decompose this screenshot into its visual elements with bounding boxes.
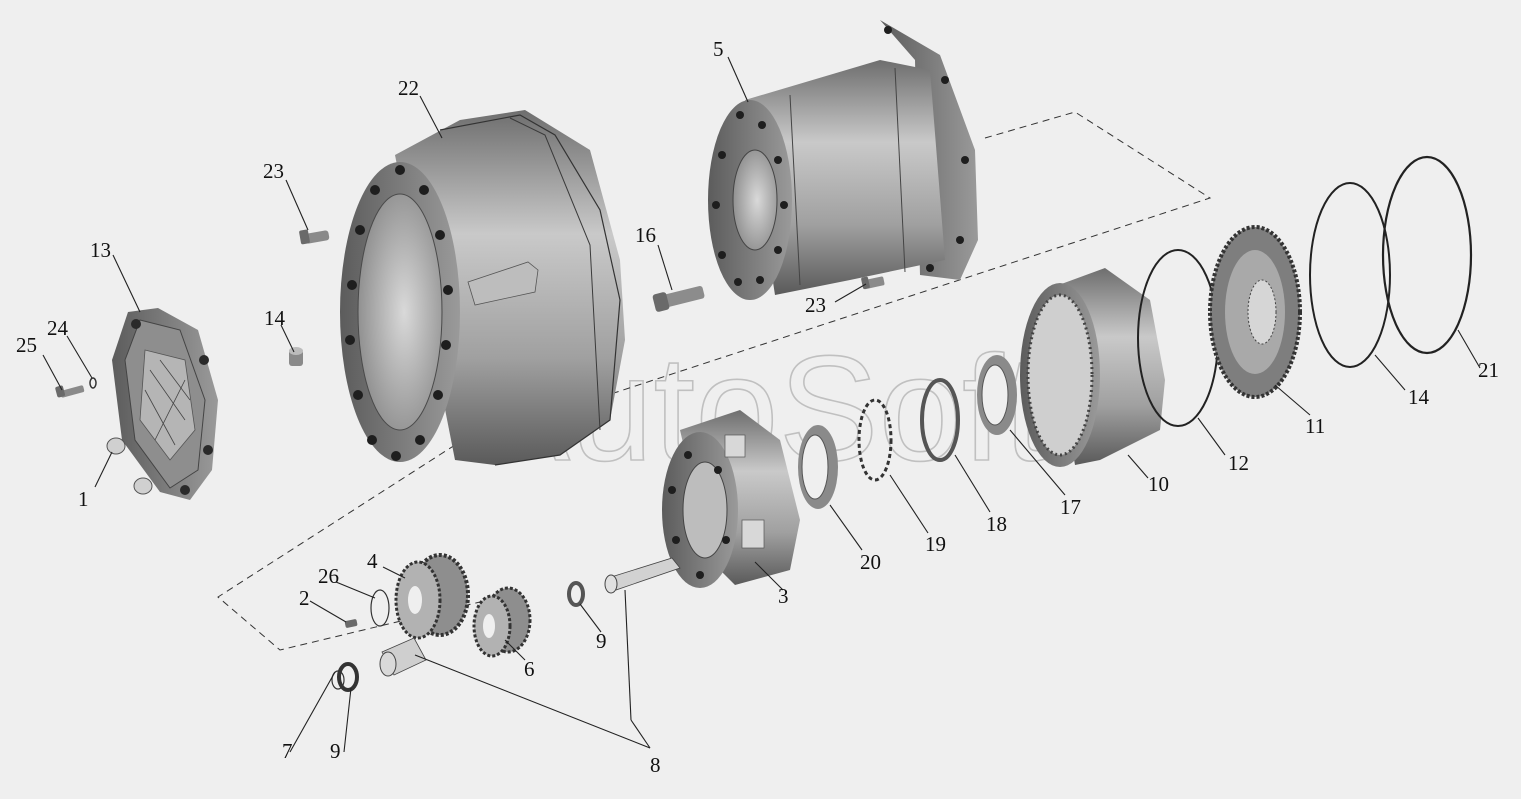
callout-17: 17	[1060, 495, 1081, 519]
part-18-washer	[920, 378, 960, 462]
callout-2: 2	[299, 586, 310, 610]
part-26-ring	[370, 589, 390, 627]
part-16-bolt	[652, 285, 705, 312]
callout-labels: 1 2 3 4 5 6 7 8 9 9 10 11 12 13 14 14 16…	[16, 37, 1499, 777]
callout-11: 11	[1305, 414, 1325, 438]
callout-21: 21	[1478, 358, 1499, 382]
callout-20: 20	[860, 550, 881, 574]
part-24-washer	[89, 377, 97, 389]
callout-6: 6	[524, 657, 535, 681]
part-8-needle-bearing	[379, 637, 427, 677]
part-22-hub-housing	[340, 110, 625, 466]
callout-13: 13	[90, 238, 111, 262]
part-21-ring	[1381, 155, 1473, 355]
part-19-lock-washer	[857, 398, 893, 482]
part-1-dowel	[106, 437, 153, 495]
callout-7: 7	[282, 739, 293, 763]
callout-9-a: 9	[596, 629, 607, 653]
callout-1: 1	[78, 487, 89, 511]
part-7-snap-ring	[331, 670, 345, 690]
callout-12: 12	[1228, 451, 1249, 475]
assembly-axis-lines	[217, 111, 1212, 651]
callout-23-a: 23	[263, 159, 284, 183]
part-20-nut	[798, 425, 838, 509]
callout-5: 5	[713, 37, 724, 61]
callout-16: 16	[635, 223, 656, 247]
callout-14-b: 14	[1408, 385, 1430, 409]
callout-18: 18	[986, 512, 1007, 536]
callout-22: 22	[398, 76, 419, 100]
callout-24: 24	[47, 316, 69, 340]
part-13-hub-cover	[112, 308, 218, 500]
part-10-ring-gear	[1020, 268, 1165, 467]
part-23-bolt-right	[861, 276, 885, 290]
part-14-plug	[289, 347, 303, 366]
part-23-bolt	[299, 229, 330, 245]
callout-8: 8	[650, 753, 661, 777]
part-5-spindle	[708, 20, 978, 300]
part-2-pin	[344, 619, 358, 628]
part-25-bolt	[55, 385, 85, 398]
part-14-ring	[1309, 182, 1391, 368]
callout-14-a: 14	[264, 306, 286, 330]
callout-26: 26	[318, 564, 339, 588]
leader-lines	[42, 56, 1481, 753]
callout-9-b: 9	[330, 739, 341, 763]
callout-19: 19	[925, 532, 946, 556]
part-8-axle	[604, 557, 681, 594]
callout-23-b: 23	[805, 293, 826, 317]
callout-25: 25	[16, 333, 37, 357]
part-6-planet-gear	[472, 586, 532, 658]
part-17-ring-nut	[977, 355, 1017, 435]
callout-4: 4	[367, 549, 378, 573]
part-3-planet-carrier	[662, 410, 800, 588]
part-9-thrust-washer	[567, 581, 585, 607]
part-4-planet-gear	[394, 553, 470, 640]
callout-3: 3	[778, 584, 789, 608]
part-11-ring-gear-hub	[1208, 225, 1302, 399]
callout-10: 10	[1148, 472, 1169, 496]
part-9-thrust-washer-2	[337, 662, 359, 692]
